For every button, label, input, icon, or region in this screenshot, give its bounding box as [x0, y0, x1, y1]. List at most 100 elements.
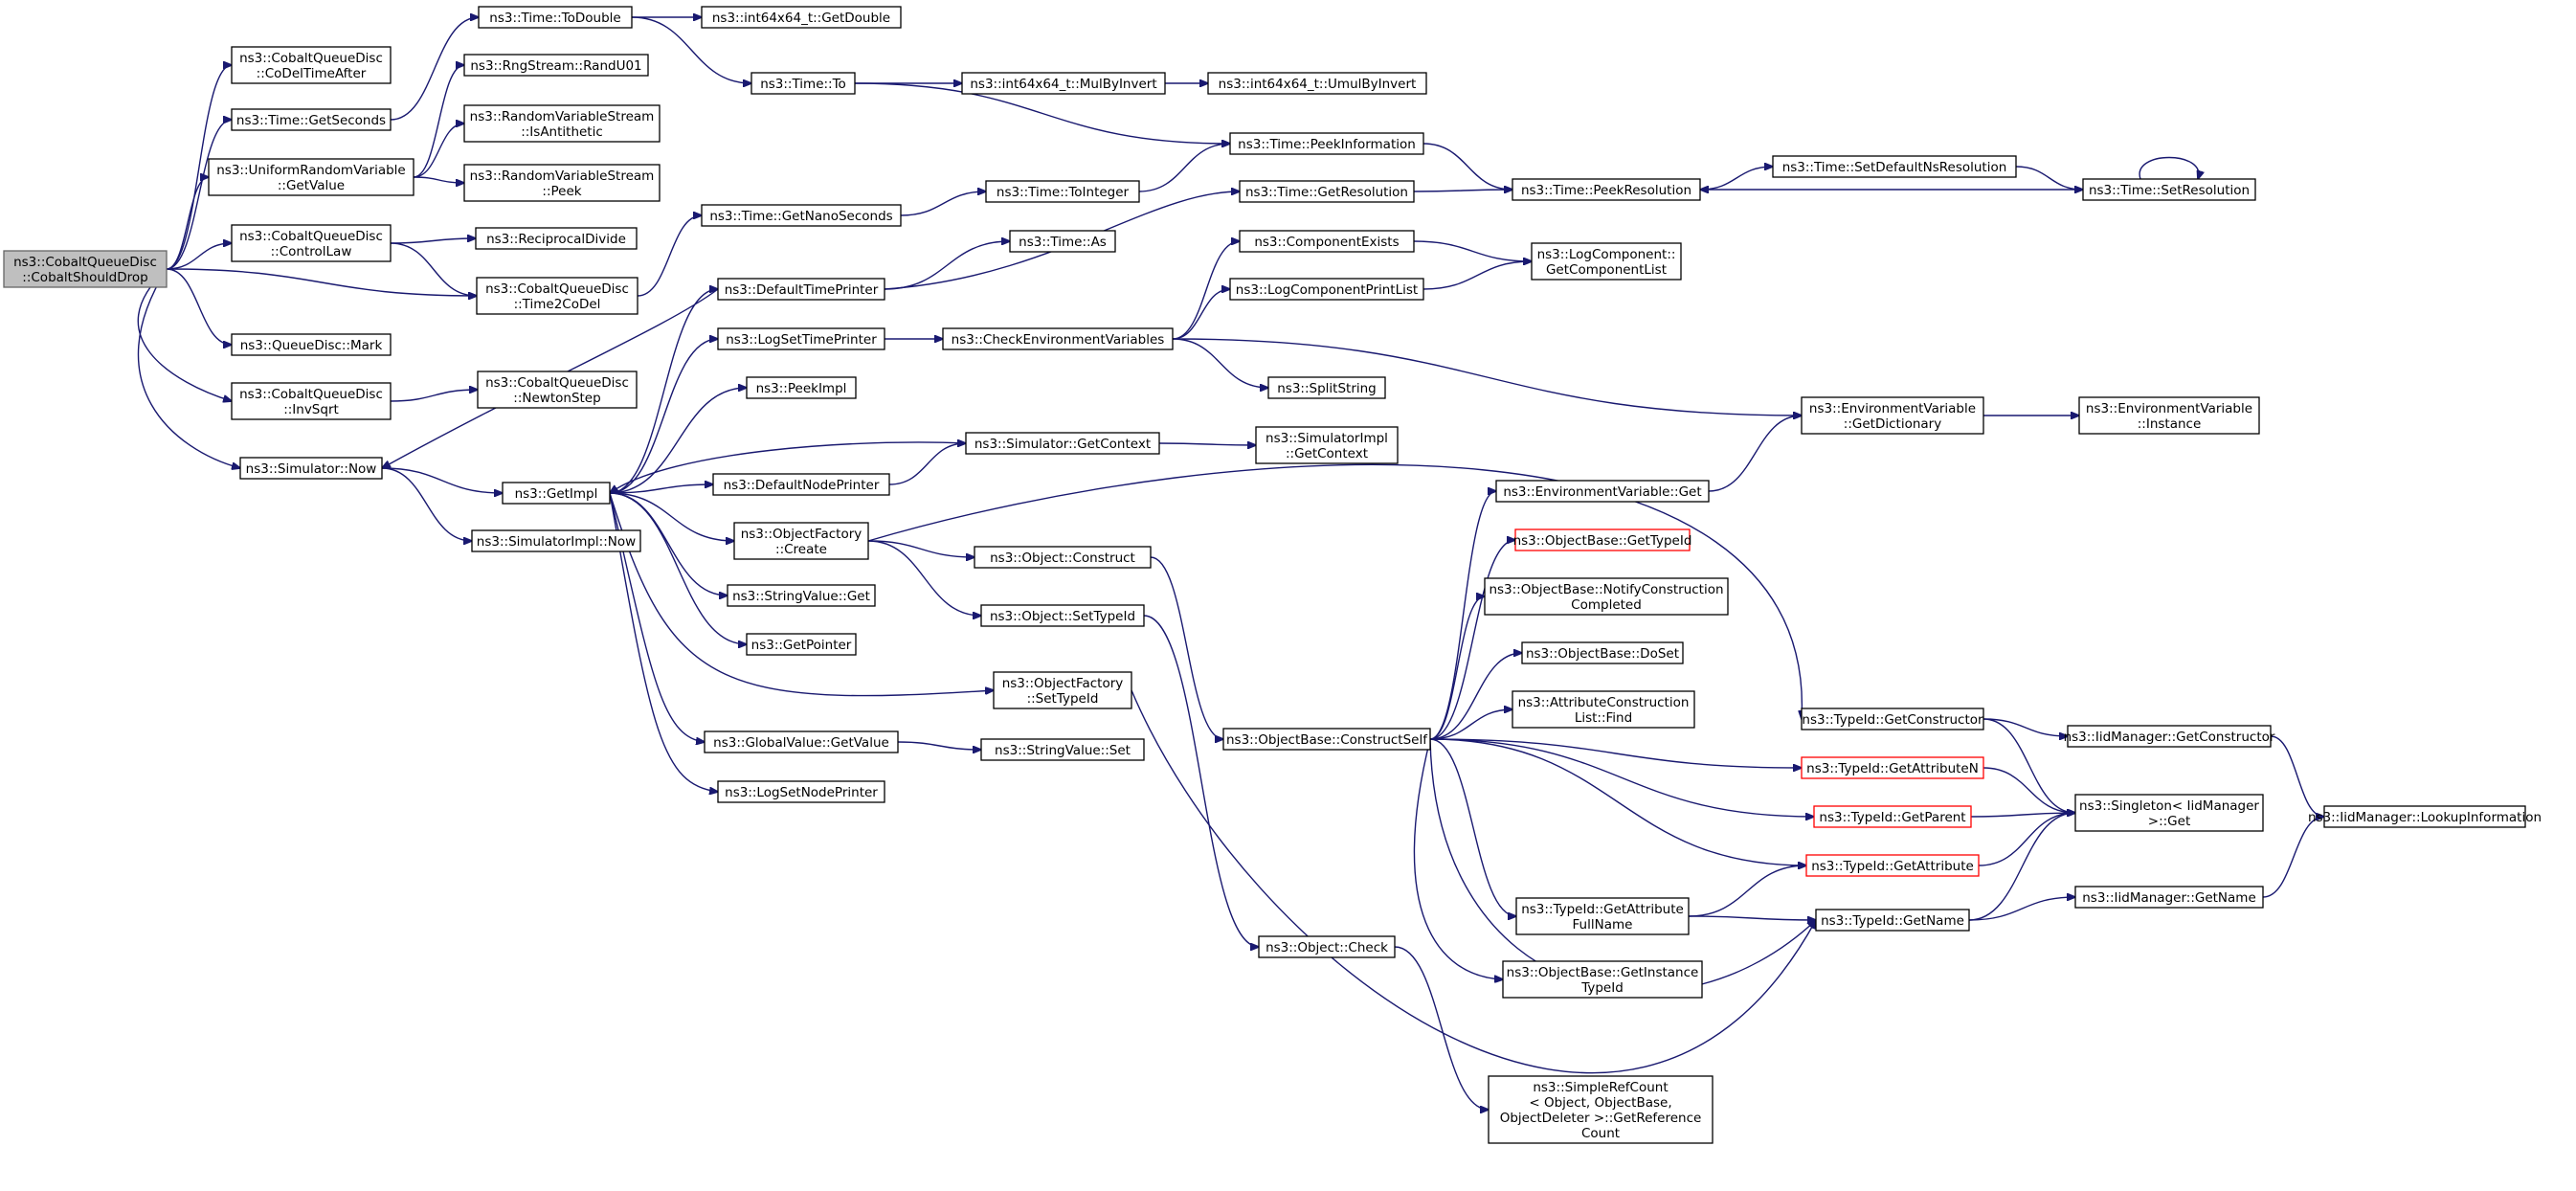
node-box	[1515, 897, 1690, 935]
node-componentExists[interactable]: ns3::ComponentExists	[1239, 230, 1415, 253]
node-label-line: ::GetDictionary	[1844, 416, 1941, 432]
edge-setDefaultNsResolution-to-setResolution	[2015, 166, 2083, 190]
node-label-line: ObjectDeleter >::GetReference	[1500, 1111, 1702, 1126]
node-logSetNodePrinter[interactable]: ns3::LogSetNodePrinter	[717, 780, 885, 803]
edge-setResolution-to-setResolution	[2139, 156, 2199, 180]
node-box	[1512, 178, 1701, 201]
node-simImplGetContext[interactable]: ns3::SimulatorImpl::GetContext	[1255, 426, 1399, 464]
node-stringValueSet[interactable]: ns3::StringValue::Set	[980, 738, 1145, 761]
node-envVarGet[interactable]: ns3::EnvironmentVariable::Get	[1495, 480, 1710, 503]
node-logComponentPrintList[interactable]: ns3::LogComponentPrintList	[1229, 278, 1424, 301]
node-simpleRefCount[interactable]: ns3::SimpleRefCount< Object, ObjectBase,…	[1488, 1075, 1714, 1144]
node-peek[interactable]: ns3::RandomVariableStream::Peek	[463, 164, 661, 202]
node-globalValueGetValue[interactable]: ns3::GlobalValue::GetValue	[704, 730, 899, 753]
node-iidGetConstructor[interactable]: ns3::IidManager::GetConstructor	[2064, 725, 2275, 748]
node-typeIdGetName[interactable]: ns3::TypeId::GetName	[1815, 909, 1970, 932]
node-newtonStep[interactable]: ns3::CobaltQueueDisc::NewtonStep	[477, 371, 638, 409]
node-constructSelf[interactable]: ns3::ObjectBase::ConstructSelf	[1222, 728, 1431, 751]
node-setResolution[interactable]: ns3::Time::SetResolution	[2082, 178, 2256, 201]
node-objFactoryCreate[interactable]: ns3::ObjectFactory::Create	[733, 522, 869, 560]
node-toDouble[interactable]: ns3::Time::ToDouble	[478, 6, 633, 29]
node-box	[1229, 132, 1424, 155]
node-getComponentList[interactable]: ns3::LogComponent::GetComponentList	[1531, 242, 1682, 281]
node-box	[1801, 396, 1984, 435]
node-objectCheck[interactable]: ns3::Object::Check	[1258, 935, 1396, 958]
edge-checkEnvVars-to-componentExists	[1172, 241, 1240, 340]
node-typeIdGetParent[interactable]: ns3::TypeId::GetParent	[1813, 805, 1972, 828]
node-defaultNodePrinter[interactable]: ns3::DefaultNodePrinter	[712, 473, 890, 496]
node-stringValueGet[interactable]: ns3::StringValue::Get	[727, 584, 876, 607]
node-typeIdGetAttributeN[interactable]: ns3::TypeId::GetAttributeN	[1801, 756, 1984, 779]
node-getResolution[interactable]: ns3::Time::GetResolution	[1239, 180, 1415, 203]
node-root[interactable]: ns3::CobaltQueueDisc::CobaltShouldDrop	[3, 250, 168, 288]
node-peekInformation[interactable]: ns3::Time::PeekInformation	[1229, 132, 1424, 155]
edge-time2codel-to-getNanoSeconds	[637, 215, 702, 297]
node-simNow[interactable]: ns3::Simulator::Now	[239, 457, 383, 480]
node-typeIdGetAttribute[interactable]: ns3::TypeId::GetAttribute	[1805, 854, 1980, 877]
node-time2codel[interactable]: ns3::CobaltQueueDisc::Time2CoDel	[476, 277, 638, 315]
node-mark[interactable]: ns3::QueueDisc::Mark	[231, 333, 392, 356]
node-label-line: ns3::Object::SetTypeId	[990, 609, 1135, 624]
node-getPointer[interactable]: ns3::GetPointer	[746, 633, 857, 656]
node-uniformGetValue[interactable]: ns3::UniformRandomVariable::GetValue	[208, 158, 414, 196]
node-logSetTimePrinter[interactable]: ns3::LogSetTimePrinter	[717, 327, 885, 350]
node-label-line: ::InvSqrt	[283, 402, 339, 417]
node-iidGetName[interactable]: ns3::IidManager::GetName	[2074, 886, 2264, 909]
node-objectSetTypeId[interactable]: ns3::Object::SetTypeId	[980, 604, 1145, 627]
node-singletonGet[interactable]: ns3::Singleton< IidManager>::Get	[2074, 794, 2264, 832]
node-envVarGetDictionary[interactable]: ns3::EnvironmentVariable::GetDictionary	[1801, 396, 1984, 435]
node-label-line: ns3::ObjectBase::GetTypeId	[1513, 533, 1692, 549]
node-getSeconds[interactable]: ns3::Time::GetSeconds	[231, 108, 392, 131]
node-timeAs[interactable]: ns3::Time::As	[1009, 230, 1116, 253]
node-typeIdGetConstructor[interactable]: ns3::TypeId::GetConstructor	[1801, 708, 1984, 730]
node-box	[471, 529, 641, 552]
node-notifyConstruction[interactable]: ns3::ObjectBase::NotifyConstructionCompl…	[1484, 577, 1729, 616]
node-controlLaw[interactable]: ns3::CobaltQueueDisc::ControlLaw	[231, 224, 392, 262]
node-getNanoSeconds[interactable]: ns3::Time::GetNanoSeconds	[701, 204, 902, 227]
edge-simNow-to-simImplNow	[381, 467, 472, 541]
node-splitString[interactable]: ns3::SplitString	[1267, 376, 1386, 399]
node-defaultTimePrinter[interactable]: ns3::DefaultTimePrinter	[717, 278, 885, 301]
node-envVarInstance[interactable]: ns3::EnvironmentVariable::Instance	[2078, 396, 2260, 435]
node-label-line: ns3::DefaultNodePrinter	[724, 478, 880, 493]
node-umulByInvert[interactable]: ns3::int64x64_t::UmulByInvert	[1207, 72, 1427, 95]
node-label-line: ns3::Simulator::GetContext	[974, 437, 1151, 452]
edge-getAttributeFullName-to-typeIdGetAttribute	[1688, 865, 1806, 917]
node-mulByInvert[interactable]: ns3::int64x64_t::MulByInvert	[961, 72, 1166, 95]
node-label-line: ns3::PeekImpl	[756, 381, 847, 396]
node-label-line: ns3::LogComponent::	[1537, 247, 1676, 262]
node-label-line: ns3::ComponentExists	[1254, 235, 1399, 250]
edge-checkEnvVars-to-splitString	[1172, 338, 1268, 388]
node-checkEnvVars[interactable]: ns3::CheckEnvironmentVariables	[942, 327, 1174, 350]
node-isAntithetic[interactable]: ns3::RandomVariableStream::IsAntithetic	[463, 104, 661, 143]
node-getImpl[interactable]: ns3::GetImpl	[502, 482, 611, 505]
node-label-line: ns3::CobaltQueueDisc	[13, 255, 157, 270]
node-objBaseGetTypeId[interactable]: ns3::ObjectBase::GetTypeId	[1513, 528, 1692, 551]
node-i64GetDouble[interactable]: ns3::int64x64_t::GetDouble	[701, 6, 902, 29]
node-label-line: ns3::RandomVariableStream	[470, 109, 655, 124]
edge-uniformGetValue-to-isAntithetic	[413, 124, 464, 178]
edge-uniformGetValue-to-peek	[413, 176, 464, 183]
node-peekImpl[interactable]: ns3::PeekImpl	[746, 376, 857, 399]
node-label-line: ns3::ObjectFactory	[741, 527, 862, 542]
node-reciprocalDivide[interactable]: ns3::ReciprocalDivide	[475, 227, 638, 250]
node-lookupInformation[interactable]: ns3::IidManager::LookupInformation	[2308, 805, 2542, 828]
node-box	[463, 104, 661, 143]
node-setDefaultNsResolution[interactable]: ns3::Time::SetDefaultNsResolution	[1772, 155, 2017, 178]
node-box	[1502, 960, 1703, 999]
node-toInteger[interactable]: ns3::Time::ToInteger	[985, 180, 1140, 203]
node-objectConstruct[interactable]: ns3::Object::Construct	[974, 546, 1152, 569]
node-label-line: ns3::TypeId::GetAttribute	[1521, 902, 1684, 917]
node-timeTo[interactable]: ns3::Time::To	[750, 72, 856, 95]
node-randU01[interactable]: ns3::RngStream::RandU01	[463, 54, 649, 77]
node-simImplNow[interactable]: ns3::SimulatorImpl::Now	[471, 529, 641, 552]
node-doSet[interactable]: ns3::ObjectBase::DoSet	[1521, 641, 1684, 664]
node-peekResolution[interactable]: ns3::Time::PeekResolution	[1512, 178, 1701, 201]
node-simGetContext[interactable]: ns3::Simulator::GetContext	[965, 432, 1160, 455]
node-objFactorySetTypeId[interactable]: ns3::ObjectFactory::SetTypeId	[993, 671, 1132, 709]
node-invSqrt[interactable]: ns3::CobaltQueueDisc::InvSqrt	[231, 382, 392, 420]
node-codelTimeAfter[interactable]: ns3::CobaltQueueDisc::CoDelTimeAfter	[231, 46, 392, 84]
